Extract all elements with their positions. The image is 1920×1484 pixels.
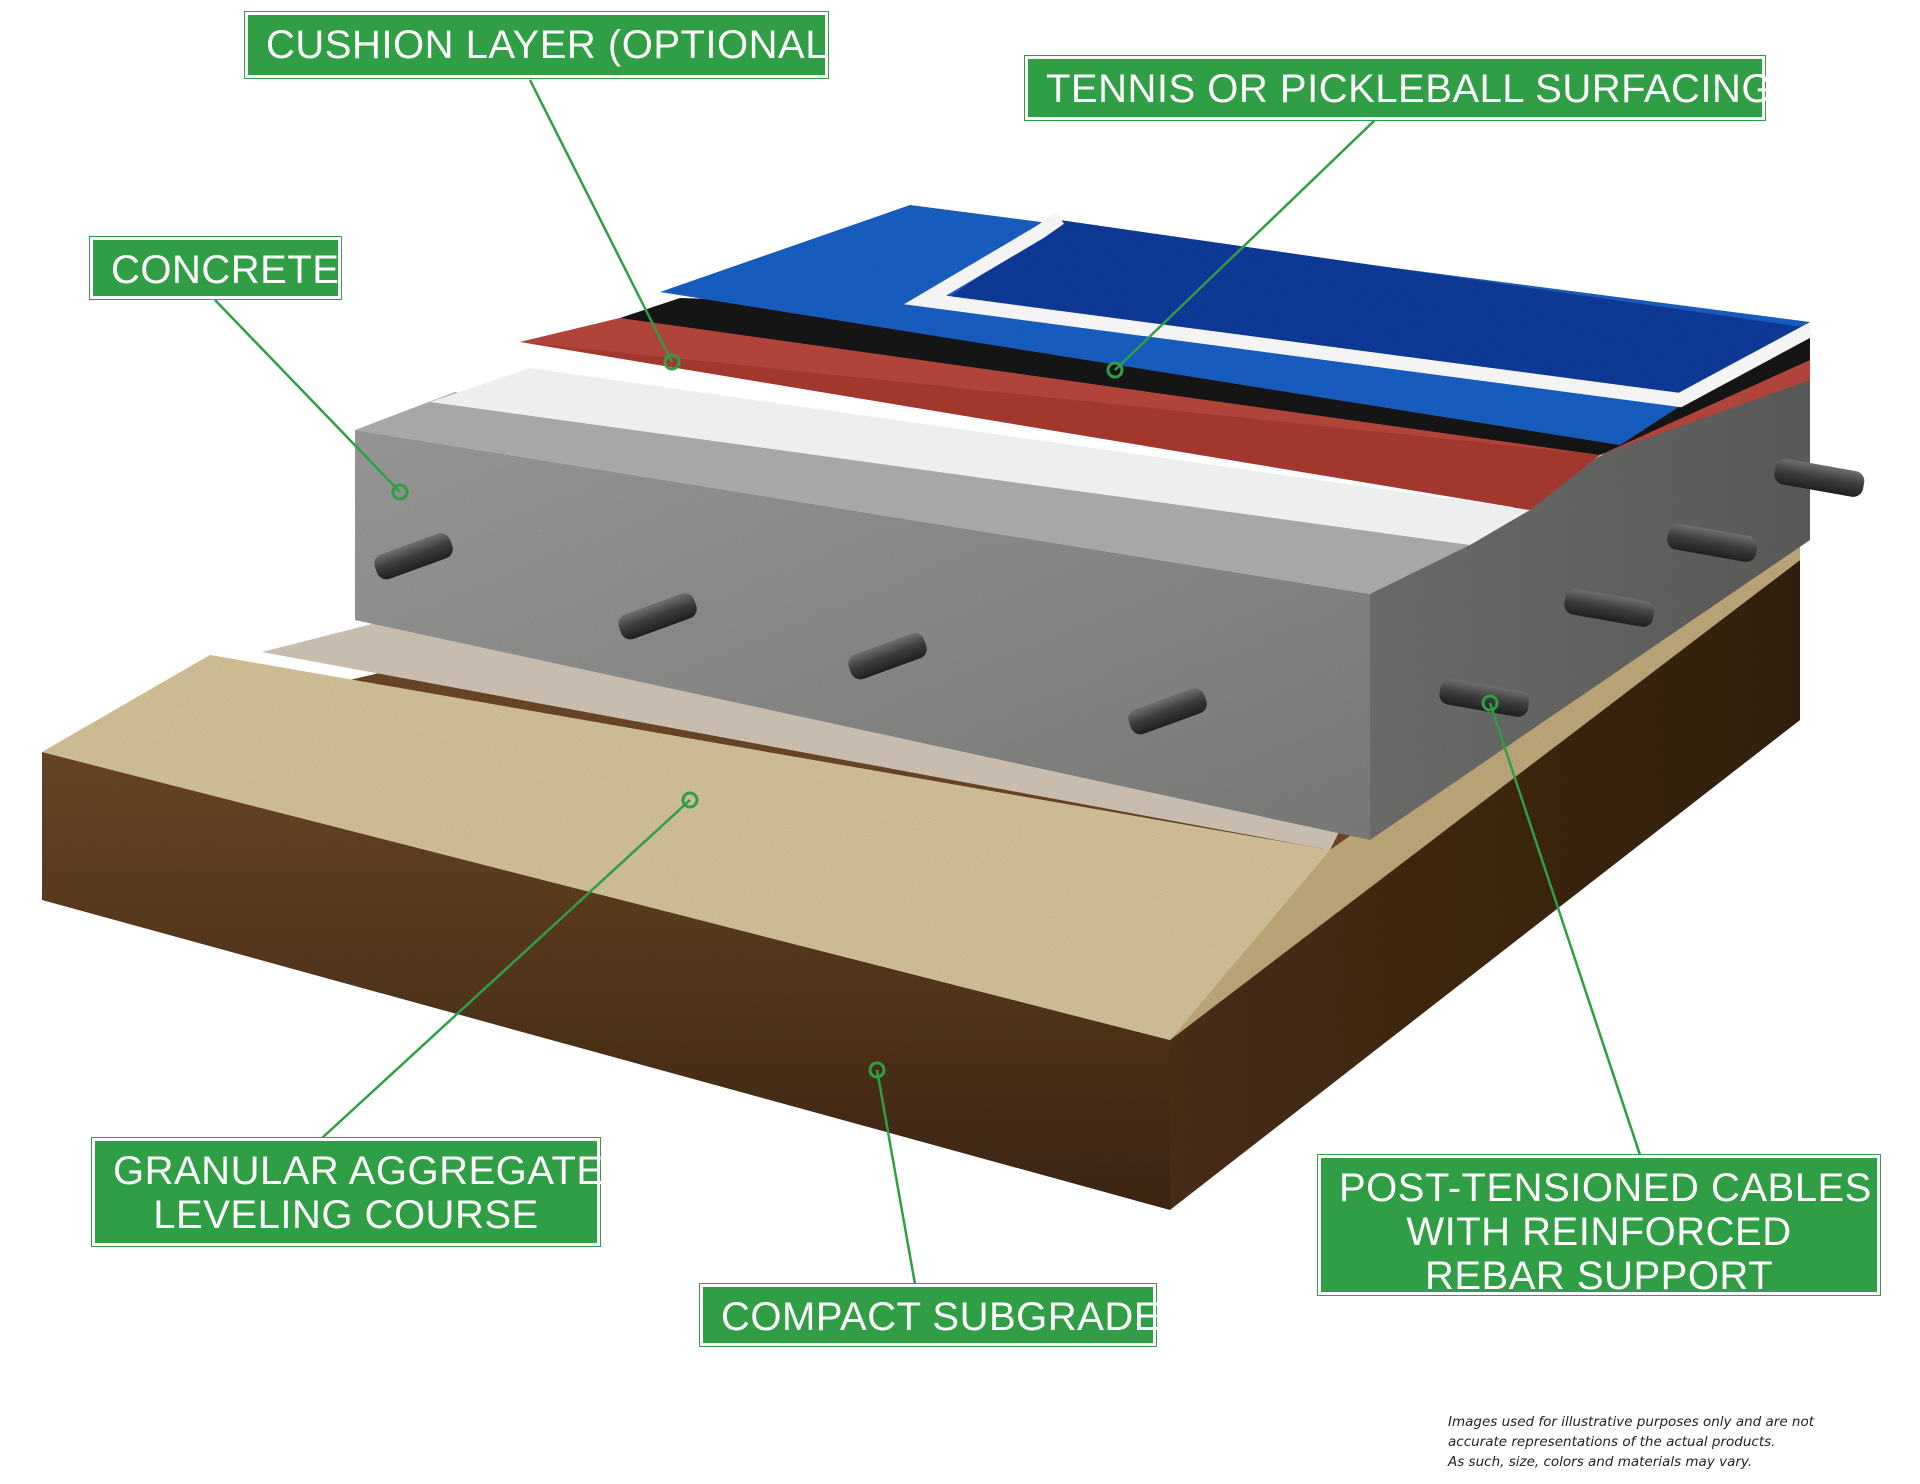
post-tensioned-cables [374, 458, 1865, 735]
cable [848, 633, 927, 680]
label-cushion-layer: CUSHION LAYER (OPTIONAL) [245, 12, 842, 78]
cable [1128, 688, 1207, 735]
label-cushion-layer-text: CUSHION LAYER (OPTIONAL) [266, 23, 842, 67]
cable [1564, 588, 1655, 627]
cable [618, 593, 697, 640]
label-aggregate: GRANULAR AGGREGATE LEVELING COURSE [92, 1138, 604, 1246]
aggregate-front-slope [42, 655, 1330, 1040]
label-concrete-text: CONCRETE [111, 248, 340, 292]
court-line [904, 212, 1814, 408]
label-aggregate-line2: LEVELING COURSE [153, 1193, 539, 1237]
disclaimer-note: Images used for illustrative purposes on… [1448, 1412, 1908, 1472]
concrete-top-edge [355, 392, 1470, 594]
cable [374, 533, 453, 580]
disclaimer-line1: Images used for illustrative purposes on… [1448, 1414, 1815, 1430]
label-surfacing-text: TENNIS OR PICKLEBALL SURFACING [1046, 67, 1774, 111]
label-cables-line2: WITH REINFORCED [1406, 1210, 1792, 1254]
label-cables: POST-TENSIONED CABLES WITH REINFORCED RE… [1318, 1155, 1880, 1298]
leader-line-cushion [528, 79, 674, 363]
leader-line-surfacing [1114, 119, 1376, 371]
leader-line-aggregate [321, 799, 691, 1139]
label-surfacing: TENNIS OR PICKLEBALL SURFACING [1025, 56, 1774, 120]
subgrade-side-face [1170, 560, 1800, 1210]
cable [1774, 458, 1865, 497]
label-subgrade: COMPACT SUBGRADE [700, 1284, 1161, 1346]
label-aggregate-line1: GRANULAR AGGREGATE [113, 1149, 604, 1193]
leader-dot-concrete [391, 483, 409, 501]
concrete-front-face [355, 430, 1370, 840]
leader-dot-cushion [663, 353, 681, 371]
disclaimer-line3: As such, size, colors and materials may … [1448, 1454, 1753, 1470]
leader-line-cables [1488, 702, 1642, 1156]
subgrade-front-face-main [42, 752, 1170, 1210]
leader-dot-surfacing [1106, 361, 1124, 379]
label-concrete: CONCRETE [90, 237, 341, 299]
surface-court-dark-blue [945, 220, 1810, 400]
leader-dot-cables [1481, 694, 1499, 712]
concrete-slab [355, 330, 1810, 840]
leader-line-concrete [214, 299, 401, 493]
leader-dot-subgrade [868, 1061, 886, 1079]
disclaimer-line2: accurate representations of the actual p… [1448, 1434, 1776, 1450]
leader-dot-aggregate [681, 791, 699, 809]
concrete-side-face [1370, 330, 1810, 840]
label-subgrade-text: COMPACT SUBGRADE [721, 1295, 1161, 1339]
leader-lines [214, 79, 1642, 1285]
leader-line-subgrade [875, 1069, 917, 1285]
primer-layer [430, 368, 1530, 545]
label-cables-line1: POST-TENSIONED CABLES [1339, 1166, 1872, 1210]
court-surface [660, 205, 1814, 445]
membrane-layer [262, 622, 1360, 850]
cable [1667, 523, 1758, 562]
label-cables-line3: REBAR SUPPORT [1424, 1254, 1774, 1298]
